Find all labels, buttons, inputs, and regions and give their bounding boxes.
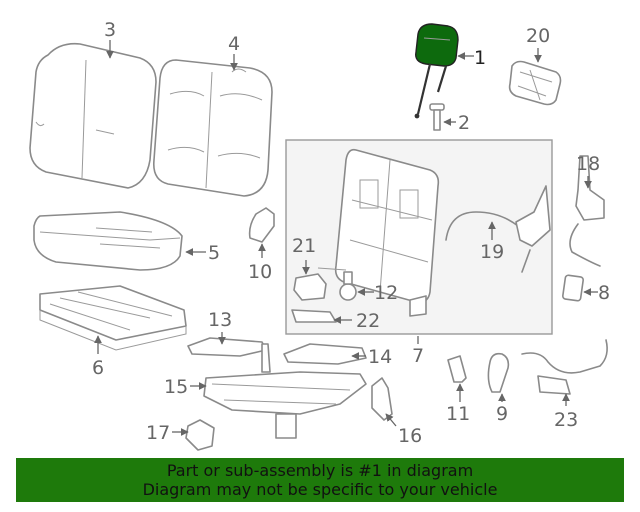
callout-2: 2 [443, 112, 470, 134]
callout-1: 1 [457, 47, 486, 69]
callout-21: 21 [292, 235, 316, 275]
callout-11: 11 [446, 383, 470, 425]
part-9-cover[interactable] [487, 352, 510, 393]
part-1-head-restraint[interactable] [414, 23, 459, 119]
banner-line-1: Part or sub-assembly is #1 in diagram [166, 461, 474, 480]
callout-8: 8 [583, 282, 610, 304]
part-5-seat-cushion-cover[interactable] [33, 211, 183, 271]
svg-text:14: 14 [368, 346, 392, 368]
svg-text:10: 10 [248, 261, 272, 283]
callout-10: 10 [248, 243, 272, 283]
part-15-track-assembly[interactable] [203, 343, 367, 439]
part-13-rail[interactable] [187, 337, 267, 357]
part-23-wiring-harness[interactable] [521, 339, 608, 395]
part-4-seat-back-pad[interactable] [152, 59, 273, 197]
callout-number: 1 [474, 47, 486, 69]
callout-14: 14 [351, 346, 392, 368]
svg-text:2: 2 [458, 112, 470, 134]
part-21-pad[interactable] [293, 273, 327, 301]
callout-13: 13 [208, 309, 232, 345]
svg-text:3: 3 [104, 19, 116, 41]
callout-17: 17 [146, 422, 189, 444]
banner-line-2: Diagram may not be specific to your vehi… [142, 480, 498, 499]
part-6-seat-cushion-frame[interactable] [39, 285, 187, 351]
svg-text:16: 16 [398, 425, 422, 447]
callout-9: 9 [496, 393, 508, 425]
svg-text:21: 21 [292, 235, 316, 257]
callout-15: 15 [164, 376, 207, 398]
callout-20: 20 [526, 25, 550, 63]
part-7-frame-assembly-box[interactable] [285, 139, 553, 335]
part-14-rail[interactable] [283, 343, 367, 365]
part-12-knob[interactable] [339, 271, 357, 301]
part-16-trim-cover[interactable] [371, 377, 393, 421]
svg-text:6: 6 [92, 357, 104, 379]
callout-7: 7 [412, 336, 424, 367]
callout-19: 19 [480, 221, 504, 263]
part-3-seat-back-cover[interactable] [29, 42, 157, 189]
part-22-bracket[interactable] [291, 309, 337, 323]
svg-text:19: 19 [480, 241, 504, 263]
svg-text:8: 8 [598, 282, 610, 304]
part-18-latch[interactable] [569, 155, 605, 267]
callout-12: 12 [357, 282, 398, 304]
svg-text:22: 22 [356, 310, 380, 332]
svg-text:18: 18 [576, 153, 600, 175]
svg-text:23: 23 [554, 409, 578, 431]
part-10-clip[interactable] [248, 207, 275, 243]
head-restraint-shape [415, 23, 459, 67]
svg-text:17: 17 [146, 422, 170, 444]
part-19-release-cable[interactable] [445, 185, 551, 273]
callout-22: 22 [333, 310, 380, 332]
svg-text:20: 20 [526, 25, 550, 47]
callout-16: 16 [385, 413, 422, 447]
svg-text:13: 13 [208, 309, 232, 331]
svg-text:4: 4 [228, 33, 240, 55]
part-8-cap[interactable] [562, 274, 584, 302]
part-20-trim-panel[interactable] [508, 60, 562, 106]
part-17-bracket[interactable] [185, 419, 215, 451]
callout-6: 6 [92, 335, 104, 379]
part-2-guide-sleeve[interactable] [429, 103, 445, 131]
svg-text:12: 12 [374, 282, 398, 304]
callout-5: 5 [185, 242, 220, 264]
callout-18: 18 [576, 153, 600, 189]
svg-text:9: 9 [496, 403, 508, 425]
callout-4: 4 [228, 33, 240, 71]
svg-text:15: 15 [164, 376, 188, 398]
callout-3: 3 [104, 19, 116, 59]
svg-text:11: 11 [446, 403, 470, 425]
info-banner: Part or sub-assembly is #1 in diagram Di… [16, 458, 624, 502]
part-11-strap[interactable] [447, 355, 467, 383]
svg-text:5: 5 [208, 242, 220, 264]
callout-23: 23 [554, 393, 578, 431]
svg-text:7: 7 [412, 345, 424, 367]
